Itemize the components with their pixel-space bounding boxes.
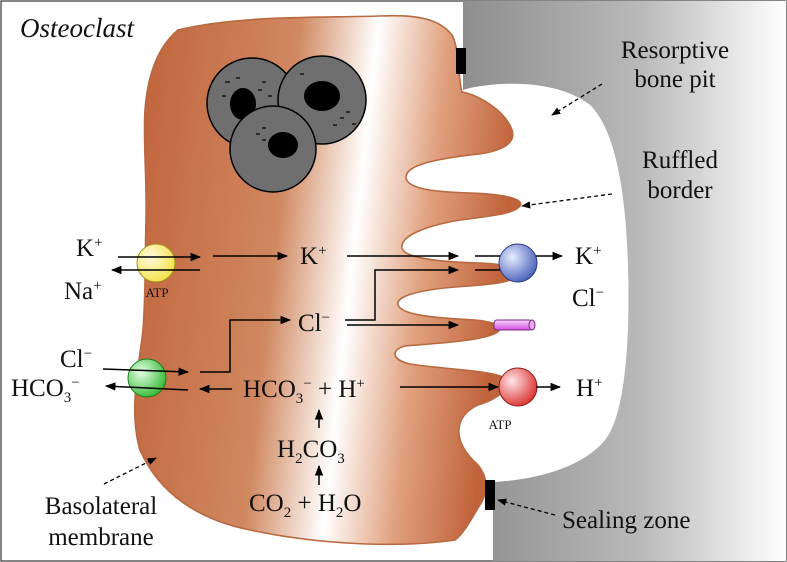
nuclei: [206, 55, 367, 193]
bone: [463, 1, 786, 561]
atp-label-right: ATP: [488, 417, 511, 432]
pointer-basolateral: [103, 457, 157, 485]
arrow-cl-up: [200, 315, 292, 373]
ion-k-mid: K+: [300, 243, 327, 270]
reaction-co2-h2o: CO2 + H2O: [249, 490, 361, 521]
pointer-sealing: [497, 498, 556, 516]
sealing-zone-label: Sealing zone: [562, 507, 690, 534]
ion-hco3-left: HCO3−: [11, 375, 80, 406]
nucleolus-3: [268, 132, 298, 158]
ruffled-border-label-2: border: [647, 177, 713, 204]
ion-cl-mid: Cl−: [298, 310, 330, 337]
k-transporter: [498, 243, 538, 283]
arrow-cl-in: [102, 367, 190, 376]
title: Osteoclast: [20, 13, 135, 43]
cl-channel: [493, 319, 536, 331]
ion-cl-right: Cl−: [572, 285, 604, 312]
sealing-mark-top: [456, 48, 466, 74]
resorptive-pit-label-2: bone pit: [634, 66, 715, 93]
pointer-arrows: [103, 83, 613, 516]
nucleolus-2: [304, 81, 340, 111]
ion-h-right: H+: [576, 375, 603, 402]
basolateral-label-1: Basolateral: [45, 493, 158, 520]
ion-k-right: K+: [575, 243, 602, 270]
chromatin-dashes: [222, 73, 356, 141]
na-k-atpase-pump: [136, 243, 176, 283]
resorptive-pit-label-1: Resorptive: [621, 37, 729, 64]
atp-label-left: ATP: [145, 285, 168, 300]
nucleolus-1: [230, 88, 256, 120]
basolateral-label-2: membrane: [48, 524, 154, 551]
proton-pump: [498, 367, 538, 407]
reaction-h2co3: H2CO3: [277, 436, 345, 467]
sealing-mark-bottom: [485, 480, 495, 510]
pointer-ruffled: [521, 193, 613, 209]
arrow-hco3-out: [104, 382, 189, 391]
ion-k-left: K+: [76, 235, 103, 262]
reaction-hco3-h: HCO3− + H+: [243, 376, 365, 407]
arrow-cl-branch: [345, 265, 460, 321]
flow-arrows: [102, 251, 564, 485]
ruffled-border-label-1: Ruffled: [642, 147, 718, 174]
ion-na-left: Na+: [64, 278, 102, 305]
cl-hco3-exchanger: [127, 358, 167, 398]
ion-cl-left: Cl−: [60, 346, 92, 373]
pointer-pit: [551, 83, 603, 116]
